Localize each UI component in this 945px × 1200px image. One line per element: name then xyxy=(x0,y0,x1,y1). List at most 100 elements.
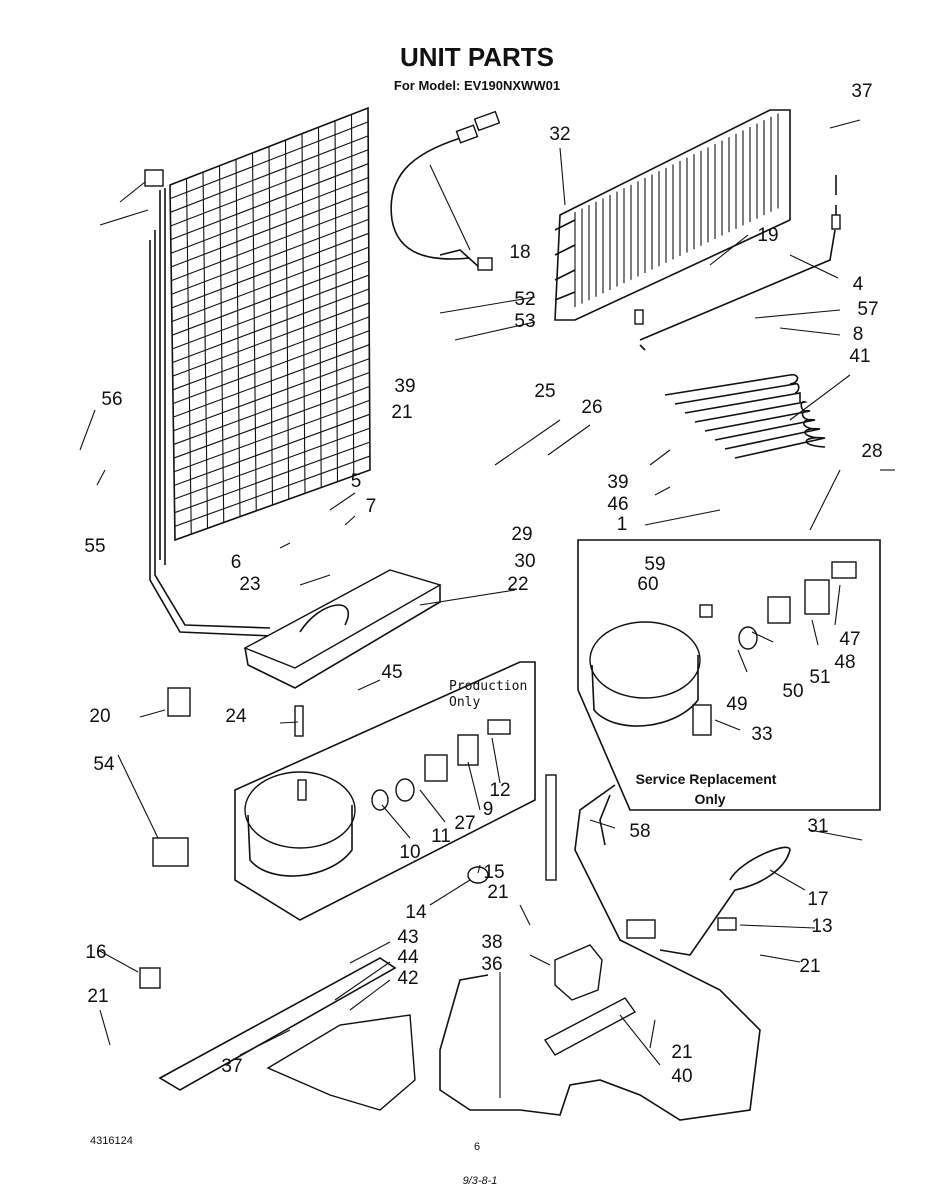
callout-1: 1 xyxy=(617,514,628,535)
leader-line xyxy=(739,924,816,929)
callout-53: 53 xyxy=(514,311,535,332)
leader-line xyxy=(769,869,806,891)
leader-line xyxy=(559,147,566,206)
leader-line xyxy=(429,164,471,251)
leader-line xyxy=(754,309,841,319)
callout-38: 38 xyxy=(481,932,502,953)
callout-47: 47 xyxy=(839,629,860,650)
callout-49: 49 xyxy=(726,694,747,715)
leader-line xyxy=(809,829,863,841)
callout-40: 40 xyxy=(671,1066,692,1087)
leader-line xyxy=(789,254,839,279)
leader-line xyxy=(97,949,139,973)
leader-line xyxy=(117,754,159,839)
drain-pan-drawing xyxy=(243,569,442,689)
page-number: 6 xyxy=(474,1141,480,1153)
leader-line xyxy=(439,296,536,314)
leader-line xyxy=(349,941,391,964)
callout-37: 37 xyxy=(221,1056,242,1077)
callout-21: 21 xyxy=(799,956,820,977)
callout-21: 21 xyxy=(391,402,412,423)
heater-coil-drawing xyxy=(664,373,826,459)
leader-line xyxy=(809,469,841,531)
leader-line xyxy=(279,542,291,549)
evaporator-coil-drawing xyxy=(554,109,841,351)
condenser-coil-drawing xyxy=(149,106,371,637)
leader-line xyxy=(419,789,446,823)
callout-25: 25 xyxy=(534,381,555,402)
leader-line xyxy=(381,804,411,839)
leader-line xyxy=(644,509,721,526)
callout-15: 15 xyxy=(483,862,504,883)
callout-44: 44 xyxy=(397,947,419,968)
callout-14: 14 xyxy=(405,902,427,923)
callout-12: 12 xyxy=(489,780,510,801)
leader-line xyxy=(349,979,391,1011)
callout-58: 58 xyxy=(629,821,650,842)
callout-39: 39 xyxy=(607,472,628,493)
callout-42: 42 xyxy=(397,968,418,989)
callout-27: 27 xyxy=(454,813,475,834)
callout-59: 59 xyxy=(644,554,665,575)
leader-line xyxy=(779,327,841,336)
service-label-2: Only xyxy=(694,791,725,807)
leader-line xyxy=(759,954,801,963)
callout-37: 37 xyxy=(851,81,872,102)
callout-10: 10 xyxy=(399,842,420,863)
wire-harness-drawing xyxy=(390,110,501,271)
leader-line xyxy=(139,709,166,718)
callout-32: 32 xyxy=(549,124,570,145)
callout-55: 55 xyxy=(84,536,105,557)
callout-11: 11 xyxy=(431,826,451,847)
callout-46: 46 xyxy=(607,494,628,515)
callout-36: 36 xyxy=(481,954,502,975)
handwritten-code: 9/3-8-1 xyxy=(463,1175,498,1187)
page-title: UNIT PARTS xyxy=(400,42,554,72)
production-label-1: Production xyxy=(449,679,527,694)
leader-line xyxy=(279,721,299,724)
callout-21: 21 xyxy=(87,986,108,1007)
callout-50: 50 xyxy=(782,681,803,702)
leader-line xyxy=(654,486,671,496)
callout-52: 52 xyxy=(514,289,535,310)
callout-17: 17 xyxy=(807,889,828,910)
leader-line xyxy=(714,719,741,731)
leader-line xyxy=(789,374,851,421)
leader-line xyxy=(519,904,531,926)
leader-line xyxy=(344,515,356,526)
leader-line xyxy=(529,954,551,966)
leader-line xyxy=(477,864,481,874)
service-label-1: Service Replacement xyxy=(636,771,777,787)
production-compressor-box: Production Only xyxy=(234,661,536,921)
callout-26: 26 xyxy=(581,397,602,418)
leader-line xyxy=(79,409,96,451)
callout-20: 20 xyxy=(89,706,110,727)
model-subtitle: For Model: EV190NXWW01 xyxy=(394,78,560,93)
leader-line xyxy=(649,449,671,466)
callout-30: 30 xyxy=(514,551,535,572)
leader-line xyxy=(419,589,516,606)
leader-line xyxy=(429,879,471,906)
leader-line xyxy=(119,181,146,203)
leader-line xyxy=(709,234,749,266)
leader-line xyxy=(547,424,591,456)
callout-4: 4 xyxy=(853,274,864,295)
leader-line xyxy=(491,737,501,784)
leader-line xyxy=(334,961,391,1001)
tubing-and-bracket-drawing xyxy=(139,169,791,1121)
callout-54: 54 xyxy=(93,754,115,775)
callout-57: 57 xyxy=(857,299,878,320)
leader-line xyxy=(829,119,861,129)
callout-numbers: 3732181945253578413921252656573946128293… xyxy=(84,81,882,1087)
leader-line xyxy=(834,584,841,626)
leader-line xyxy=(737,649,748,673)
callout-23: 23 xyxy=(239,574,260,595)
leader-line xyxy=(649,1019,656,1049)
callout-21: 21 xyxy=(487,882,508,903)
callout-5: 5 xyxy=(351,471,362,492)
leader-line xyxy=(467,761,481,811)
doc-number: 4316124 xyxy=(90,1135,133,1147)
callout-39: 39 xyxy=(394,376,415,397)
leader-line xyxy=(454,321,536,341)
